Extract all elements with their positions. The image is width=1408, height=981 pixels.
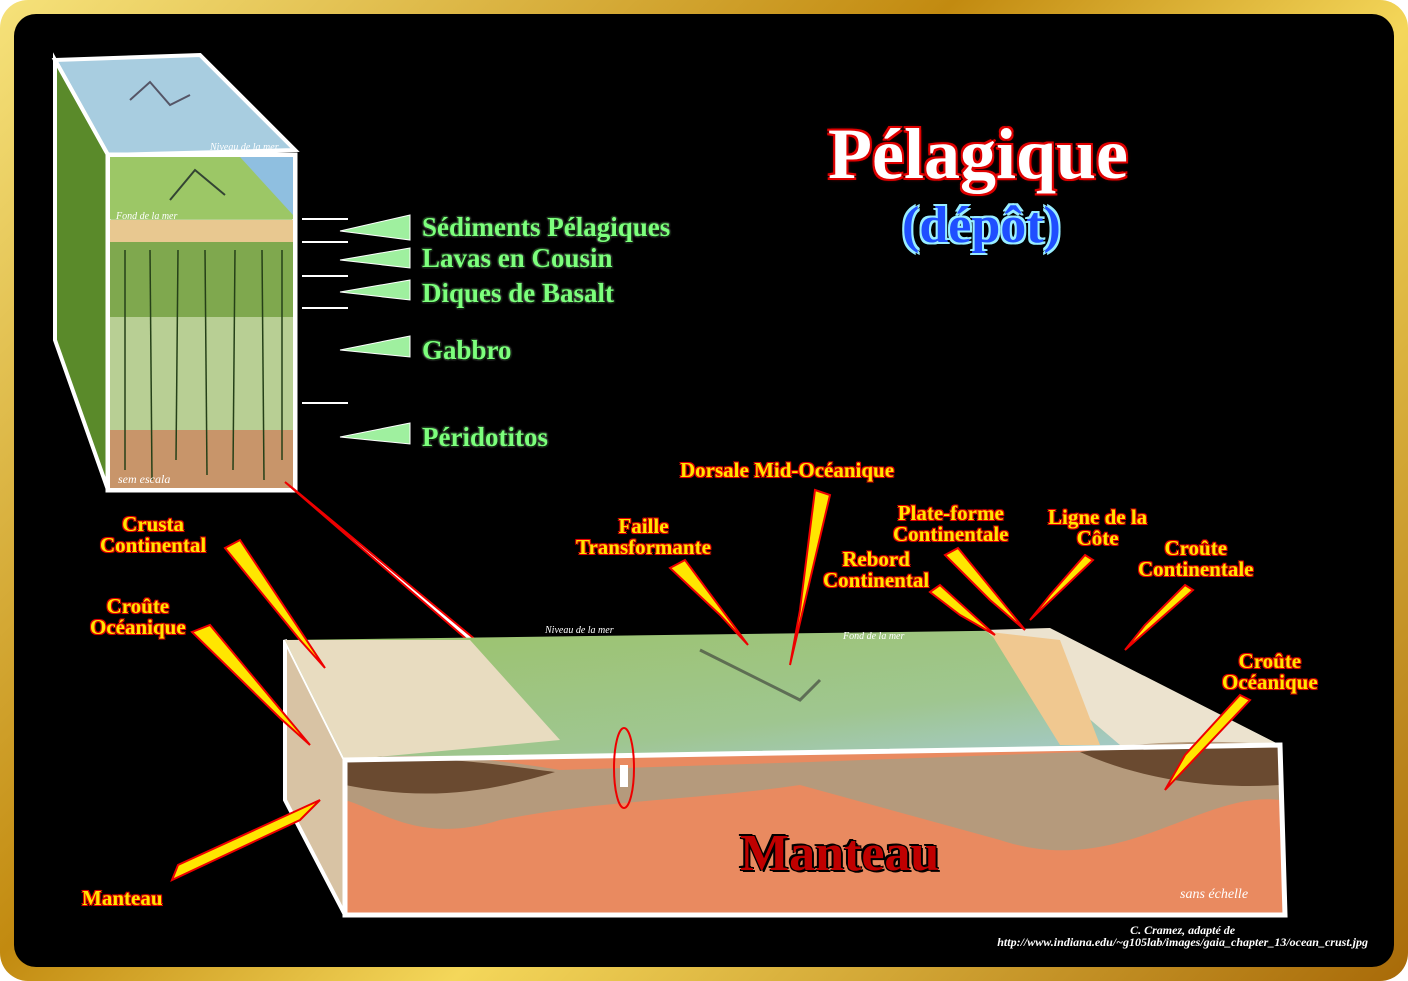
label-line: Faille [618,514,669,538]
label-line: Plate-forme [897,501,1004,525]
credit-source: http://www.indiana.edu/~g105lab/images/g… [997,935,1368,949]
label-line: Côte [1076,526,1119,550]
credit-author: C. Cramez, adapté de [1130,923,1236,937]
block-sea-floor-label: Fond de la mer [843,631,905,642]
inset-sea-level-label: Niveau de la mer [210,142,279,153]
layer-label-peridotite: Péridotitos [422,422,548,452]
label-line: Croûte [106,594,170,618]
page-subtitle: (dépôt) [902,197,1061,254]
inset-scale-label: sem escala [118,472,171,486]
layer-arrows [339,214,411,445]
block-sea-level-label: Niveau de la mer [545,625,614,636]
label-line: Ligne de la [1048,505,1148,529]
layer-label-gabbro: Gabbro [422,335,512,365]
inset-sea-floor-label: Fond de la mer [116,211,178,222]
label-line: Continentale [1138,557,1254,581]
label-line: Continental [823,568,930,592]
layer-label-pillow-lavas: Lavas en Cousin [422,243,613,273]
crust-block [283,628,1288,918]
label-line: Océanique [1222,670,1318,694]
label-line: Transformante [576,535,711,559]
label-line: Crusta [122,512,185,536]
mantle-label: Manteau [740,825,940,882]
label-line: Croûte [1238,649,1302,673]
layer-label-sediments: Sédiments Pélagiques [422,212,671,242]
label-dorsale: Dorsale Mid-Océanique [680,458,895,482]
label-line: Continental [100,533,207,557]
label-manteau-left: Manteau [82,886,163,910]
block-scale-label: sans échelle [1180,887,1249,902]
label-line: Océanique [90,615,186,639]
label-line: Rebord [842,547,910,571]
pointer-arrows [170,488,1252,882]
layer-label-basalt-dikes: Diques de Basalt [422,278,615,308]
label-line: Croûte [1164,536,1228,560]
label-line: Continentale [893,522,1009,546]
page-title: Pélagique [828,114,1128,194]
inset-block [51,52,632,774]
